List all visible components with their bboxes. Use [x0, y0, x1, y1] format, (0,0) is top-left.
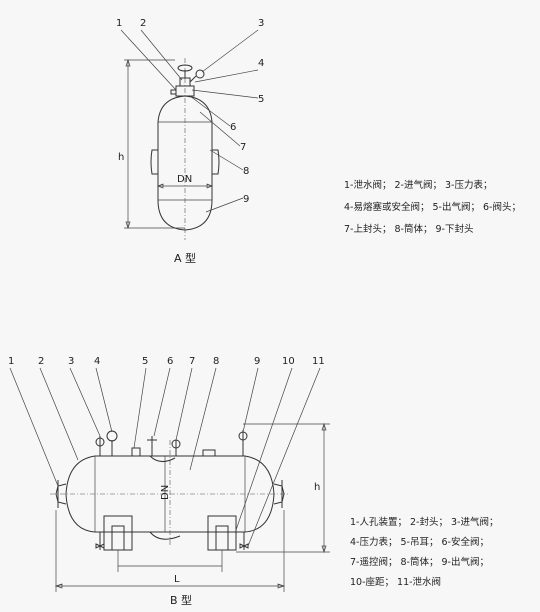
b-dim-dn: DN — [160, 485, 171, 500]
a-caption: A 型 — [174, 251, 196, 265]
a-callout-7: 7 — [240, 142, 246, 153]
b-callout-7: 7 — [189, 356, 195, 367]
b-callout-2: 2 — [38, 356, 44, 367]
a-callout-3: 3 — [258, 18, 264, 29]
a-callout-2: 2 — [140, 18, 146, 29]
b-caption: B 型 — [170, 593, 192, 607]
b-callout-4: 4 — [94, 356, 100, 367]
legend-a-line-2: 4-易熔塞或安全阀； 5-出气阀； 6-阀头； — [344, 202, 521, 213]
legend-a-line-3: 7-上封头； 8-筒体； 9-下封头 — [344, 224, 474, 235]
legend-b-line-2: 4-压力表； 5-吊耳； 6-安全阀； — [350, 537, 489, 548]
a-callout-8: 8 — [243, 166, 249, 177]
a-callout-1: 1 — [116, 18, 122, 29]
b-dim-h: h — [314, 482, 320, 493]
legend-a-line-1: 1-泄水阀； 2-进气阀； 3-压力表； — [344, 180, 493, 191]
a-callout-4: 4 — [258, 58, 264, 69]
a-callout-5: 5 — [258, 94, 264, 105]
b-callout-6: 6 — [167, 356, 173, 367]
a-dim-dn: DN — [177, 174, 192, 185]
vessel-a — [120, 29, 259, 240]
legend-b-line-3: 7-遥控阀； 8-筒体； 9-出气阀； — [350, 557, 489, 568]
legend-b-line-4: 10-座距； 11-泄水阀 — [350, 577, 442, 588]
a-callout-9: 9 — [243, 194, 249, 205]
legend-b-line-1: 1-人孔装置； 2-封头； 3-进气阀； — [350, 517, 499, 528]
b-callout-10: 10 — [282, 356, 295, 367]
a-dim-h: h — [118, 152, 124, 163]
b-dim-l: L — [174, 574, 180, 585]
vessel-b — [9, 367, 330, 592]
b-callout-3: 3 — [68, 356, 74, 367]
a-callout-6: 6 — [230, 122, 236, 133]
b-callout-9: 9 — [254, 356, 260, 367]
b-callout-1: 1 — [8, 356, 14, 367]
b-callout-8: 8 — [213, 356, 219, 367]
b-callout-11: 11 — [312, 356, 325, 367]
b-callout-5: 5 — [142, 356, 148, 367]
